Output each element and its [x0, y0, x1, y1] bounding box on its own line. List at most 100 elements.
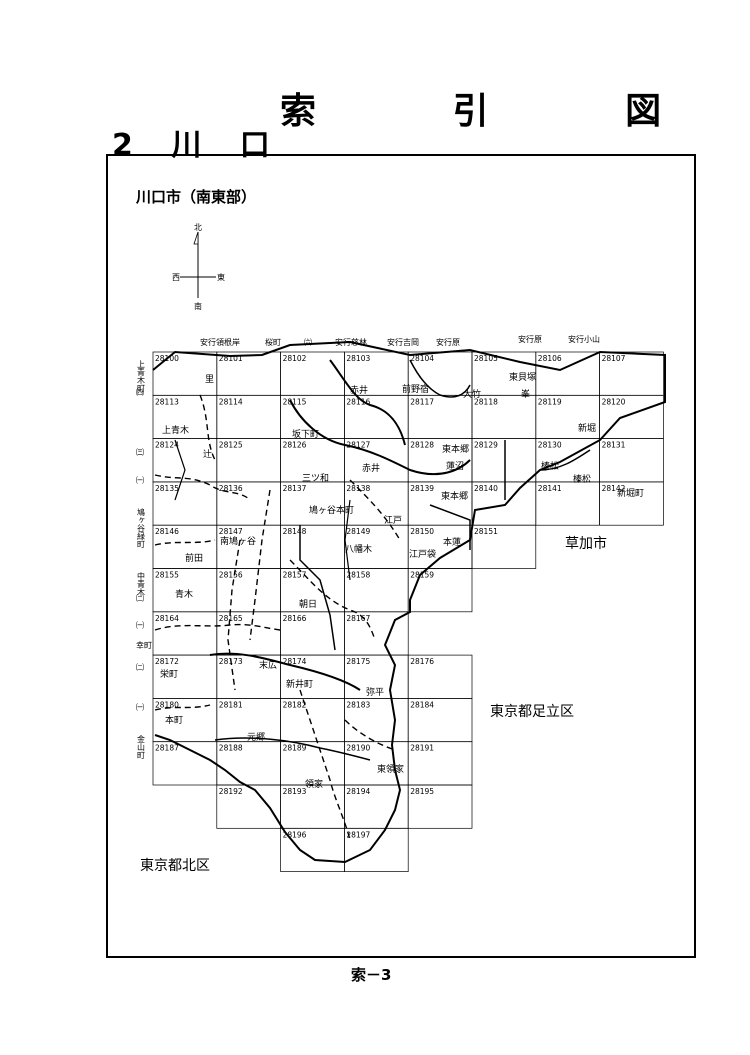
area-label: 辻	[203, 448, 212, 460]
sheet-cell[interactable]: 28148	[280, 524, 345, 569]
sheet-cell[interactable]: 28197	[344, 827, 409, 872]
sheet-number: 28125	[219, 441, 243, 450]
sheet-cell[interactable]: 28125	[216, 438, 281, 483]
sheet-cell[interactable]: 28116	[344, 394, 409, 439]
sheet-number: 28189	[283, 744, 307, 753]
sheet-cell[interactable]: 28174	[280, 654, 345, 699]
sheet-cell[interactable]: 28182	[280, 698, 345, 743]
area-label: 末広	[259, 659, 277, 671]
sheet-number: 28103	[346, 354, 370, 363]
sheet-cell[interactable]: 28100	[152, 351, 218, 396]
area-label: 領家	[305, 778, 323, 790]
sheet-cell[interactable]: 28195	[407, 784, 473, 829]
sheet-number: 28188	[219, 744, 243, 753]
sheet-cell[interactable]: 28176	[407, 654, 473, 699]
sheet-cell[interactable]: 28156	[216, 568, 281, 613]
area-label: 東本郷	[442, 443, 469, 455]
sheet-cell[interactable]: 28193	[280, 784, 345, 829]
sheet-number: 28156	[219, 571, 243, 580]
page-subtitle: 2 川 口	[112, 128, 284, 163]
sheet-number: 28137	[283, 484, 307, 493]
sheet-number: 28164	[155, 614, 179, 623]
sheet-number: 28116	[346, 397, 370, 406]
top-edge-label: 安行原	[436, 337, 460, 347]
sheet-cell[interactable]: 28196	[280, 827, 345, 872]
sheet-cell[interactable]: 28150	[407, 524, 473, 569]
sheet-cell[interactable]: 28188	[216, 741, 281, 786]
sheet-number: 28102	[283, 354, 307, 363]
sheet-number: 28192	[219, 787, 243, 796]
map-title: 川口市（南東部）	[136, 188, 257, 206]
sheet-cell[interactable]: 28135	[152, 481, 218, 526]
sheet-cell[interactable]: 28106	[535, 351, 600, 396]
sheet-cell-border	[471, 524, 537, 569]
sheet-cell[interactable]: 28124	[152, 438, 218, 483]
sheet-cell[interactable]: 28151	[471, 524, 537, 569]
area-label: 栄町	[160, 668, 178, 680]
sheet-number: 28106	[538, 354, 562, 363]
sheet-cell[interactable]: 28180	[152, 698, 218, 743]
sheet-number: 28155	[155, 571, 179, 580]
sheet-cell[interactable]: 28127	[344, 438, 409, 483]
left-edge-label: ㈠	[136, 620, 144, 630]
sheet-number: 28174	[283, 657, 307, 666]
sheet-cell[interactable]: 28183	[344, 698, 409, 743]
sheet-number: 28113	[155, 397, 179, 406]
sheet-number: 28124	[155, 441, 179, 450]
sheet-cell[interactable]: 28136	[216, 481, 281, 526]
sheet-number: 28187	[155, 744, 179, 753]
area-label: 東本郷	[441, 490, 468, 502]
area-label: 赤井	[362, 462, 380, 474]
sheet-number: 28136	[219, 484, 243, 493]
area-label: 赤井	[350, 384, 368, 396]
sheet-cell[interactable]: 28142	[599, 481, 664, 526]
area-label: 江戸袋	[409, 548, 436, 560]
sheet-number: 28167	[346, 614, 370, 623]
sheet-number: 28131	[602, 441, 626, 450]
sheet-cell[interactable]: 28190	[344, 741, 409, 786]
left-edge-label: 幸町	[136, 641, 152, 650]
sheet-cell[interactable]: 28158	[344, 568, 409, 613]
sheet-cell[interactable]: 28129	[471, 438, 537, 483]
sheet-number: 28196	[283, 830, 307, 839]
area-label: 新堀町	[617, 487, 644, 499]
sheet-cell[interactable]: 28120	[599, 394, 664, 439]
sheet-cell[interactable]: 28118	[471, 394, 537, 439]
sheet-cell[interactable]: 28117	[407, 394, 473, 439]
sheet-cell[interactable]: 28131	[599, 438, 664, 483]
sheet-cell[interactable]: 28184	[407, 698, 473, 743]
area-label: 前野宿	[402, 383, 429, 395]
sheet-cell[interactable]: 28114	[216, 394, 281, 439]
sheet-cell[interactable]: 28189	[280, 741, 345, 786]
sheet-cell[interactable]: 28164	[152, 611, 218, 656]
area-label: 新井町	[286, 678, 313, 690]
sheet-cell[interactable]: 28101	[216, 351, 281, 396]
sheet-cell-border	[407, 784, 473, 829]
sheet-cell[interactable]: 28159	[407, 568, 473, 613]
area-label: 江戸	[384, 515, 402, 526]
sheet-cell[interactable]: 28102	[280, 351, 345, 396]
sheet-number: 28119	[538, 397, 562, 406]
area-label: 東領家	[377, 763, 404, 775]
sheet-cell[interactable]: 28191	[407, 741, 473, 786]
sheet-cell[interactable]: 28141	[535, 481, 600, 526]
sheet-number: 28148	[283, 527, 307, 536]
sheet-cell[interactable]: 28107	[599, 351, 664, 396]
sheet-number: 28149	[346, 527, 370, 536]
compass-west: 西	[172, 273, 180, 282]
sheet-cell[interactable]: 28140	[471, 481, 537, 526]
sheet-cell[interactable]: 28139	[407, 481, 473, 526]
top-edge-label: 安行領根岸	[200, 337, 240, 347]
compass-south: 南	[194, 301, 202, 311]
sheet-cell[interactable]: 28192	[216, 784, 281, 829]
area-label: 大竹	[463, 388, 481, 400]
sheet-number: 28191	[410, 744, 434, 753]
sheet-cell[interactable]: 28165	[216, 611, 281, 656]
sheet-number: 28190	[346, 744, 370, 753]
top-edge-label: 桜町	[265, 337, 281, 347]
sheet-cell-border	[599, 481, 664, 526]
sheet-number: 28115	[283, 397, 307, 406]
sheet-cell[interactable]: 28137	[280, 481, 345, 526]
